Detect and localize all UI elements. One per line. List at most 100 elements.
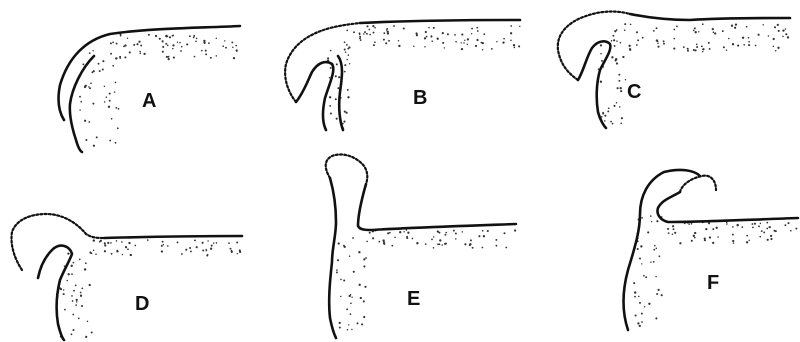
stipple-dot <box>748 240 749 241</box>
stipple-dot <box>722 30 724 32</box>
stipple-dot <box>732 226 734 228</box>
stipple-dot <box>656 39 658 41</box>
stipple-dot <box>133 44 135 46</box>
stipple-dot <box>71 265 73 267</box>
stipple-dot <box>518 45 520 47</box>
stipple-dot <box>695 31 697 33</box>
stipple-dot <box>138 41 140 43</box>
stipple-dot <box>431 40 433 42</box>
stipple-dot <box>93 239 95 241</box>
stipple-dot <box>787 222 789 224</box>
stipple-dot <box>343 245 345 247</box>
stipple-dot <box>442 42 444 44</box>
stipple-dot <box>162 40 164 42</box>
stipple-dot <box>76 301 78 303</box>
stipple-dot <box>762 24 763 25</box>
stipple-dot <box>416 34 418 36</box>
stipple-dot <box>625 79 626 80</box>
stipple-dot <box>424 37 426 39</box>
stipple-dot <box>462 231 464 233</box>
stipple-dot <box>123 45 125 47</box>
stipple-dot <box>705 228 707 230</box>
stipple-dot <box>210 248 212 250</box>
stipple-dot <box>338 76 340 78</box>
stipple-dot <box>461 48 463 50</box>
stipple-dot <box>758 34 760 36</box>
stipple-dot <box>343 279 345 281</box>
stipple-dot <box>482 247 484 249</box>
stipple-dot <box>712 28 714 30</box>
stipple-dot <box>510 32 512 34</box>
stipple-dot <box>89 52 91 54</box>
panel-a-label: A <box>142 90 156 112</box>
stipple-dot <box>85 262 87 264</box>
stipple-dot <box>712 228 714 230</box>
panel-a-inner-fold <box>70 56 94 152</box>
stipple-dot <box>751 223 753 225</box>
stipple-dot <box>347 89 349 91</box>
stipple-dot <box>469 244 471 246</box>
stipple-dot <box>122 254 123 255</box>
stipple-dot <box>696 43 698 45</box>
stipple-dot <box>110 53 112 55</box>
stipple-dot <box>112 65 114 67</box>
stipple-dot <box>193 37 195 39</box>
stipple-dot <box>454 34 456 36</box>
stipple-dot <box>694 232 696 234</box>
stipple-dot <box>340 279 342 281</box>
stipple-dot <box>644 306 645 307</box>
stipple-dot <box>387 32 389 34</box>
stipple-dot <box>633 282 635 284</box>
stipple-dot <box>347 329 349 331</box>
stipple-dot <box>639 257 641 259</box>
stipple-dot <box>349 256 350 257</box>
stipple-dot <box>84 268 86 270</box>
stipple-dot <box>206 250 208 252</box>
stipple-dot <box>104 245 106 247</box>
stipple-dot <box>88 86 89 87</box>
stipple-dot <box>330 112 332 114</box>
stipple-dot <box>161 250 163 252</box>
stipple-dot <box>161 245 163 247</box>
stipple-dot <box>81 288 83 290</box>
stipple-dot <box>360 297 362 299</box>
stipple-dot <box>431 36 433 38</box>
stipple-dot <box>785 28 787 30</box>
stipple-dot <box>775 50 777 52</box>
stipple-dot <box>663 43 665 45</box>
stipple-dot <box>763 231 765 233</box>
stipple-dot <box>349 295 351 297</box>
stipple-dot <box>107 242 109 244</box>
stipple-dot <box>702 48 704 50</box>
stipple-dot <box>162 51 164 53</box>
stipple-dot <box>754 223 756 225</box>
stipple-dot <box>464 40 465 41</box>
stipple-dot <box>336 118 338 120</box>
stipple-dot <box>482 42 484 44</box>
stipple-dot <box>181 253 183 255</box>
stipple-dot <box>201 50 203 52</box>
stipple-dot <box>503 38 505 40</box>
stipple-dot <box>461 34 463 36</box>
stipple-dot <box>425 31 427 33</box>
stipple-dot <box>737 224 739 226</box>
stipple-dot <box>348 46 350 48</box>
stipple-dot <box>445 232 447 234</box>
stipple-dot <box>641 321 643 323</box>
stipple-dot <box>433 247 435 249</box>
stipple-dot <box>353 31 355 33</box>
stipple-dot <box>673 29 675 31</box>
stipple-dot <box>372 237 374 239</box>
stipple-dot <box>701 45 703 47</box>
stipple-dot <box>344 111 346 113</box>
stipple-dot <box>728 38 730 40</box>
stipple-dot <box>66 280 68 282</box>
stipple-dot <box>343 121 345 123</box>
stipple-dot <box>104 250 106 252</box>
stipple-dot <box>344 41 346 43</box>
stipple-dot <box>399 231 401 233</box>
stipple-dot <box>467 38 469 40</box>
stipple-dot <box>63 289 64 290</box>
panel-f-inner-fold <box>657 192 798 222</box>
stipple-dot <box>672 225 674 227</box>
